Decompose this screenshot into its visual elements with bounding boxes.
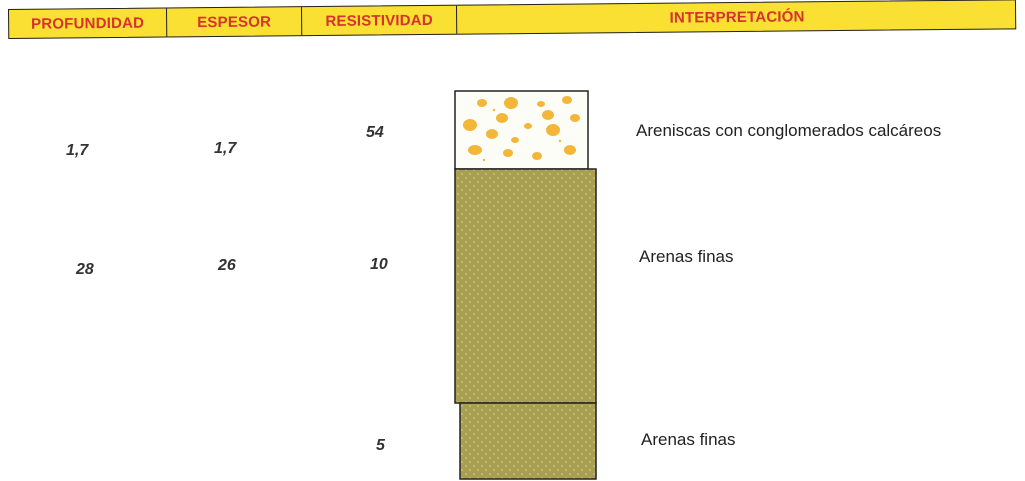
layer-1-espesor: 1,7 (214, 140, 237, 157)
layer-3-resistividad: 5 (376, 437, 385, 454)
layer-2-espesor: 26 (218, 257, 236, 274)
fine-sand-layer-2 (459, 402, 597, 480)
layer-3-interpretacion: Arenas finas (641, 430, 736, 449)
fine-sand-layer-1 (454, 168, 597, 404)
conglomerate-clasts (463, 96, 580, 162)
layer-2-interpretacion: Arenas finas (639, 247, 734, 266)
layer-1-profundidad: 1,7 (66, 142, 89, 159)
layer-1-interpretacion: Areniscas con conglomerados calcáreos (636, 121, 942, 140)
layer-1-resistividad: 54 (366, 124, 384, 141)
layer-2-profundidad: 28 (76, 261, 94, 278)
layer-2-resistividad: 10 (370, 256, 388, 273)
